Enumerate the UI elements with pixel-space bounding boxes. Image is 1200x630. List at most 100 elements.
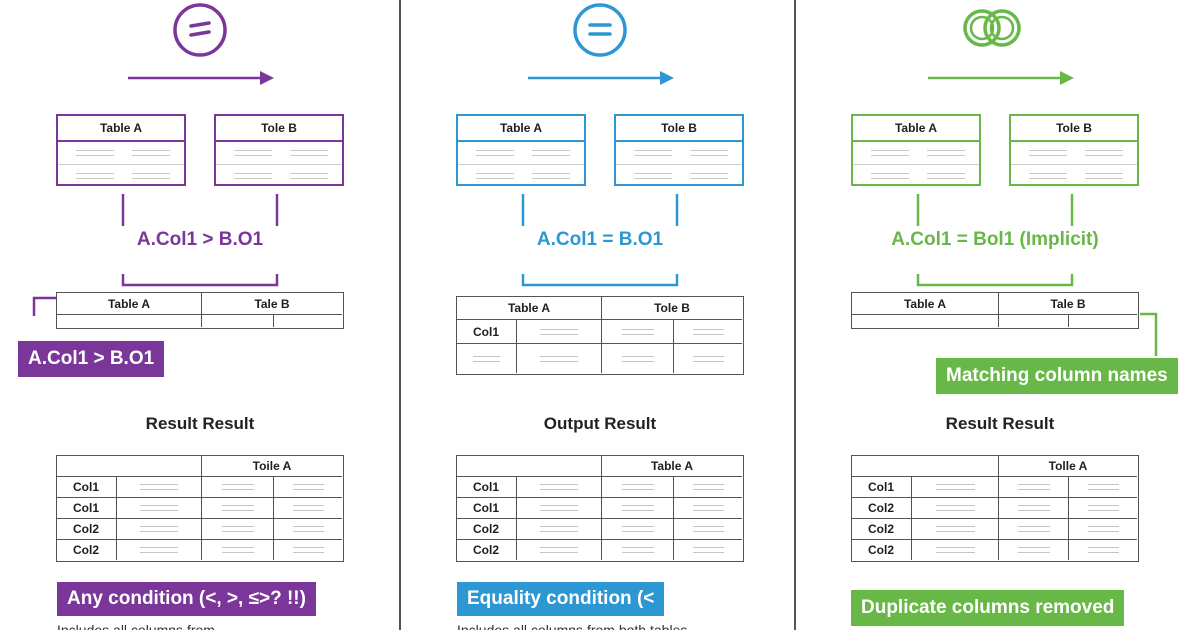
joined-cell: [517, 344, 602, 373]
joined-cell: [1069, 315, 1137, 327]
flow-arrow: [128, 71, 274, 85]
result-header-empty: [57, 456, 202, 477]
result-cell: [912, 498, 999, 519]
result-cell: [674, 519, 742, 540]
footer-tag: Duplicate columns removed: [851, 590, 1125, 626]
flow-arrow: [528, 71, 674, 85]
joined-cell: [674, 320, 742, 344]
table-b-header: Tole B: [616, 116, 742, 142]
result-row-label: Col2: [852, 498, 912, 519]
joined-table: Table A Tale B: [851, 292, 1139, 329]
result-table: Tolle A Col1 Col2 Col2 Col2: [851, 455, 1139, 562]
result-cell: [1069, 477, 1137, 498]
result-header: Tolle A: [999, 456, 1137, 477]
joined-header-a: Table A: [57, 293, 202, 315]
linked-rings-icon: [963, 9, 1021, 47]
panel-divider-1: [399, 0, 401, 630]
joined-cell: [457, 344, 517, 373]
panel-divider-2: [794, 0, 796, 630]
result-cell: [274, 477, 342, 498]
result-cell: [602, 519, 674, 540]
result-row-label: Col2: [57, 519, 117, 540]
result-table: Toile A Col1 Col1 Col2 Col2: [56, 455, 344, 562]
joined-row-label: Col1: [457, 320, 517, 344]
result-row-label: Col1: [57, 498, 117, 519]
source-table-a: Table A: [456, 114, 586, 186]
result-cell: [912, 519, 999, 540]
result-cell: [912, 477, 999, 498]
result-row-label: Col1: [57, 477, 117, 498]
result-row-label: Col2: [852, 519, 912, 540]
result-cell: [117, 519, 202, 540]
join-condition: A.Col1 = B.O1: [536, 229, 664, 250]
result-title: Result Result: [145, 414, 255, 433]
cut-off-caption: Includes all columns from: [57, 622, 215, 630]
connector-lines: [32, 194, 279, 316]
joined-header-a: Table A: [852, 293, 999, 315]
result-title: Result Result: [945, 414, 1055, 433]
footer-tag: Equality condition (<: [457, 582, 665, 616]
result-cell: [999, 498, 1069, 519]
equals-icon: [573, 3, 627, 57]
result-cell: [674, 477, 742, 498]
result-table: Table A Col1 Col1 Col2 Col2: [456, 455, 744, 562]
joined-table: Table A Tale B: [56, 292, 344, 329]
joined-header-b: Tale B: [202, 293, 342, 315]
condition-tag: A.Col1 > B.O1: [18, 341, 165, 377]
join-condition: A.Col1 = Bol1 (Implicit): [891, 229, 1099, 250]
cut-off-caption: Includes all columns from both tables: [457, 622, 688, 630]
result-row-label: Col2: [457, 540, 517, 560]
joined-cell: [602, 320, 674, 344]
result-header: Table A: [602, 456, 742, 477]
result-header: Toile A: [202, 456, 342, 477]
equi-join-panel: Table A Tole B A.Col1 = B.O1 Table A Tol…: [400, 0, 800, 630]
result-cell: [117, 477, 202, 498]
result-title: Output Result: [543, 414, 657, 433]
result-header-empty: [457, 456, 602, 477]
result-cell: [202, 498, 274, 519]
footer-tag: Any condition (<, >, ≤>? !!): [57, 582, 316, 616]
joined-cell: [602, 344, 674, 373]
joined-cell: [57, 315, 202, 327]
result-cell: [1069, 519, 1137, 540]
result-cell: [117, 498, 202, 519]
flow-arrow: [928, 71, 1074, 85]
result-cell: [602, 540, 674, 560]
source-table-b: Tole B: [1009, 114, 1139, 186]
result-header-empty: [852, 456, 999, 477]
result-row-label: Col2: [57, 540, 117, 560]
result-cell: [517, 540, 602, 560]
connector-lines: [916, 194, 1158, 356]
result-cell: [674, 498, 742, 519]
result-cell: [274, 498, 342, 519]
result-cell: [999, 519, 1069, 540]
result-row-label: Col2: [852, 540, 912, 560]
result-row-label: Col2: [457, 519, 517, 540]
result-cell: [274, 540, 342, 560]
joined-cell: [274, 315, 342, 327]
result-cell: [602, 498, 674, 519]
result-cell: [117, 540, 202, 560]
result-cell: [674, 540, 742, 560]
joined-cell: [852, 315, 999, 327]
result-cell: [999, 540, 1069, 560]
result-cell: [517, 498, 602, 519]
source-table-a: Table A: [851, 114, 981, 186]
result-cell: [1069, 540, 1137, 560]
result-row-label: Col1: [457, 498, 517, 519]
source-table-b: Tole B: [214, 114, 344, 186]
theta-join-icon: [173, 3, 227, 57]
result-cell: [202, 540, 274, 560]
source-table-a: Table A: [56, 114, 186, 186]
result-cell: [602, 477, 674, 498]
result-cell: [517, 477, 602, 498]
joined-header-b: Tale B: [999, 293, 1137, 315]
joined-cell: [999, 315, 1069, 327]
result-cell: [274, 519, 342, 540]
joined-header-a: Table A: [457, 297, 602, 320]
matching-columns-tag: Matching column names: [936, 358, 1178, 394]
table-a-header: Table A: [458, 116, 584, 142]
natural-join-panel: Table A Tole B A.Col1 = Bol1 (Implicit) …: [800, 0, 1200, 630]
result-cell: [202, 477, 274, 498]
result-row-label: Col1: [852, 477, 912, 498]
